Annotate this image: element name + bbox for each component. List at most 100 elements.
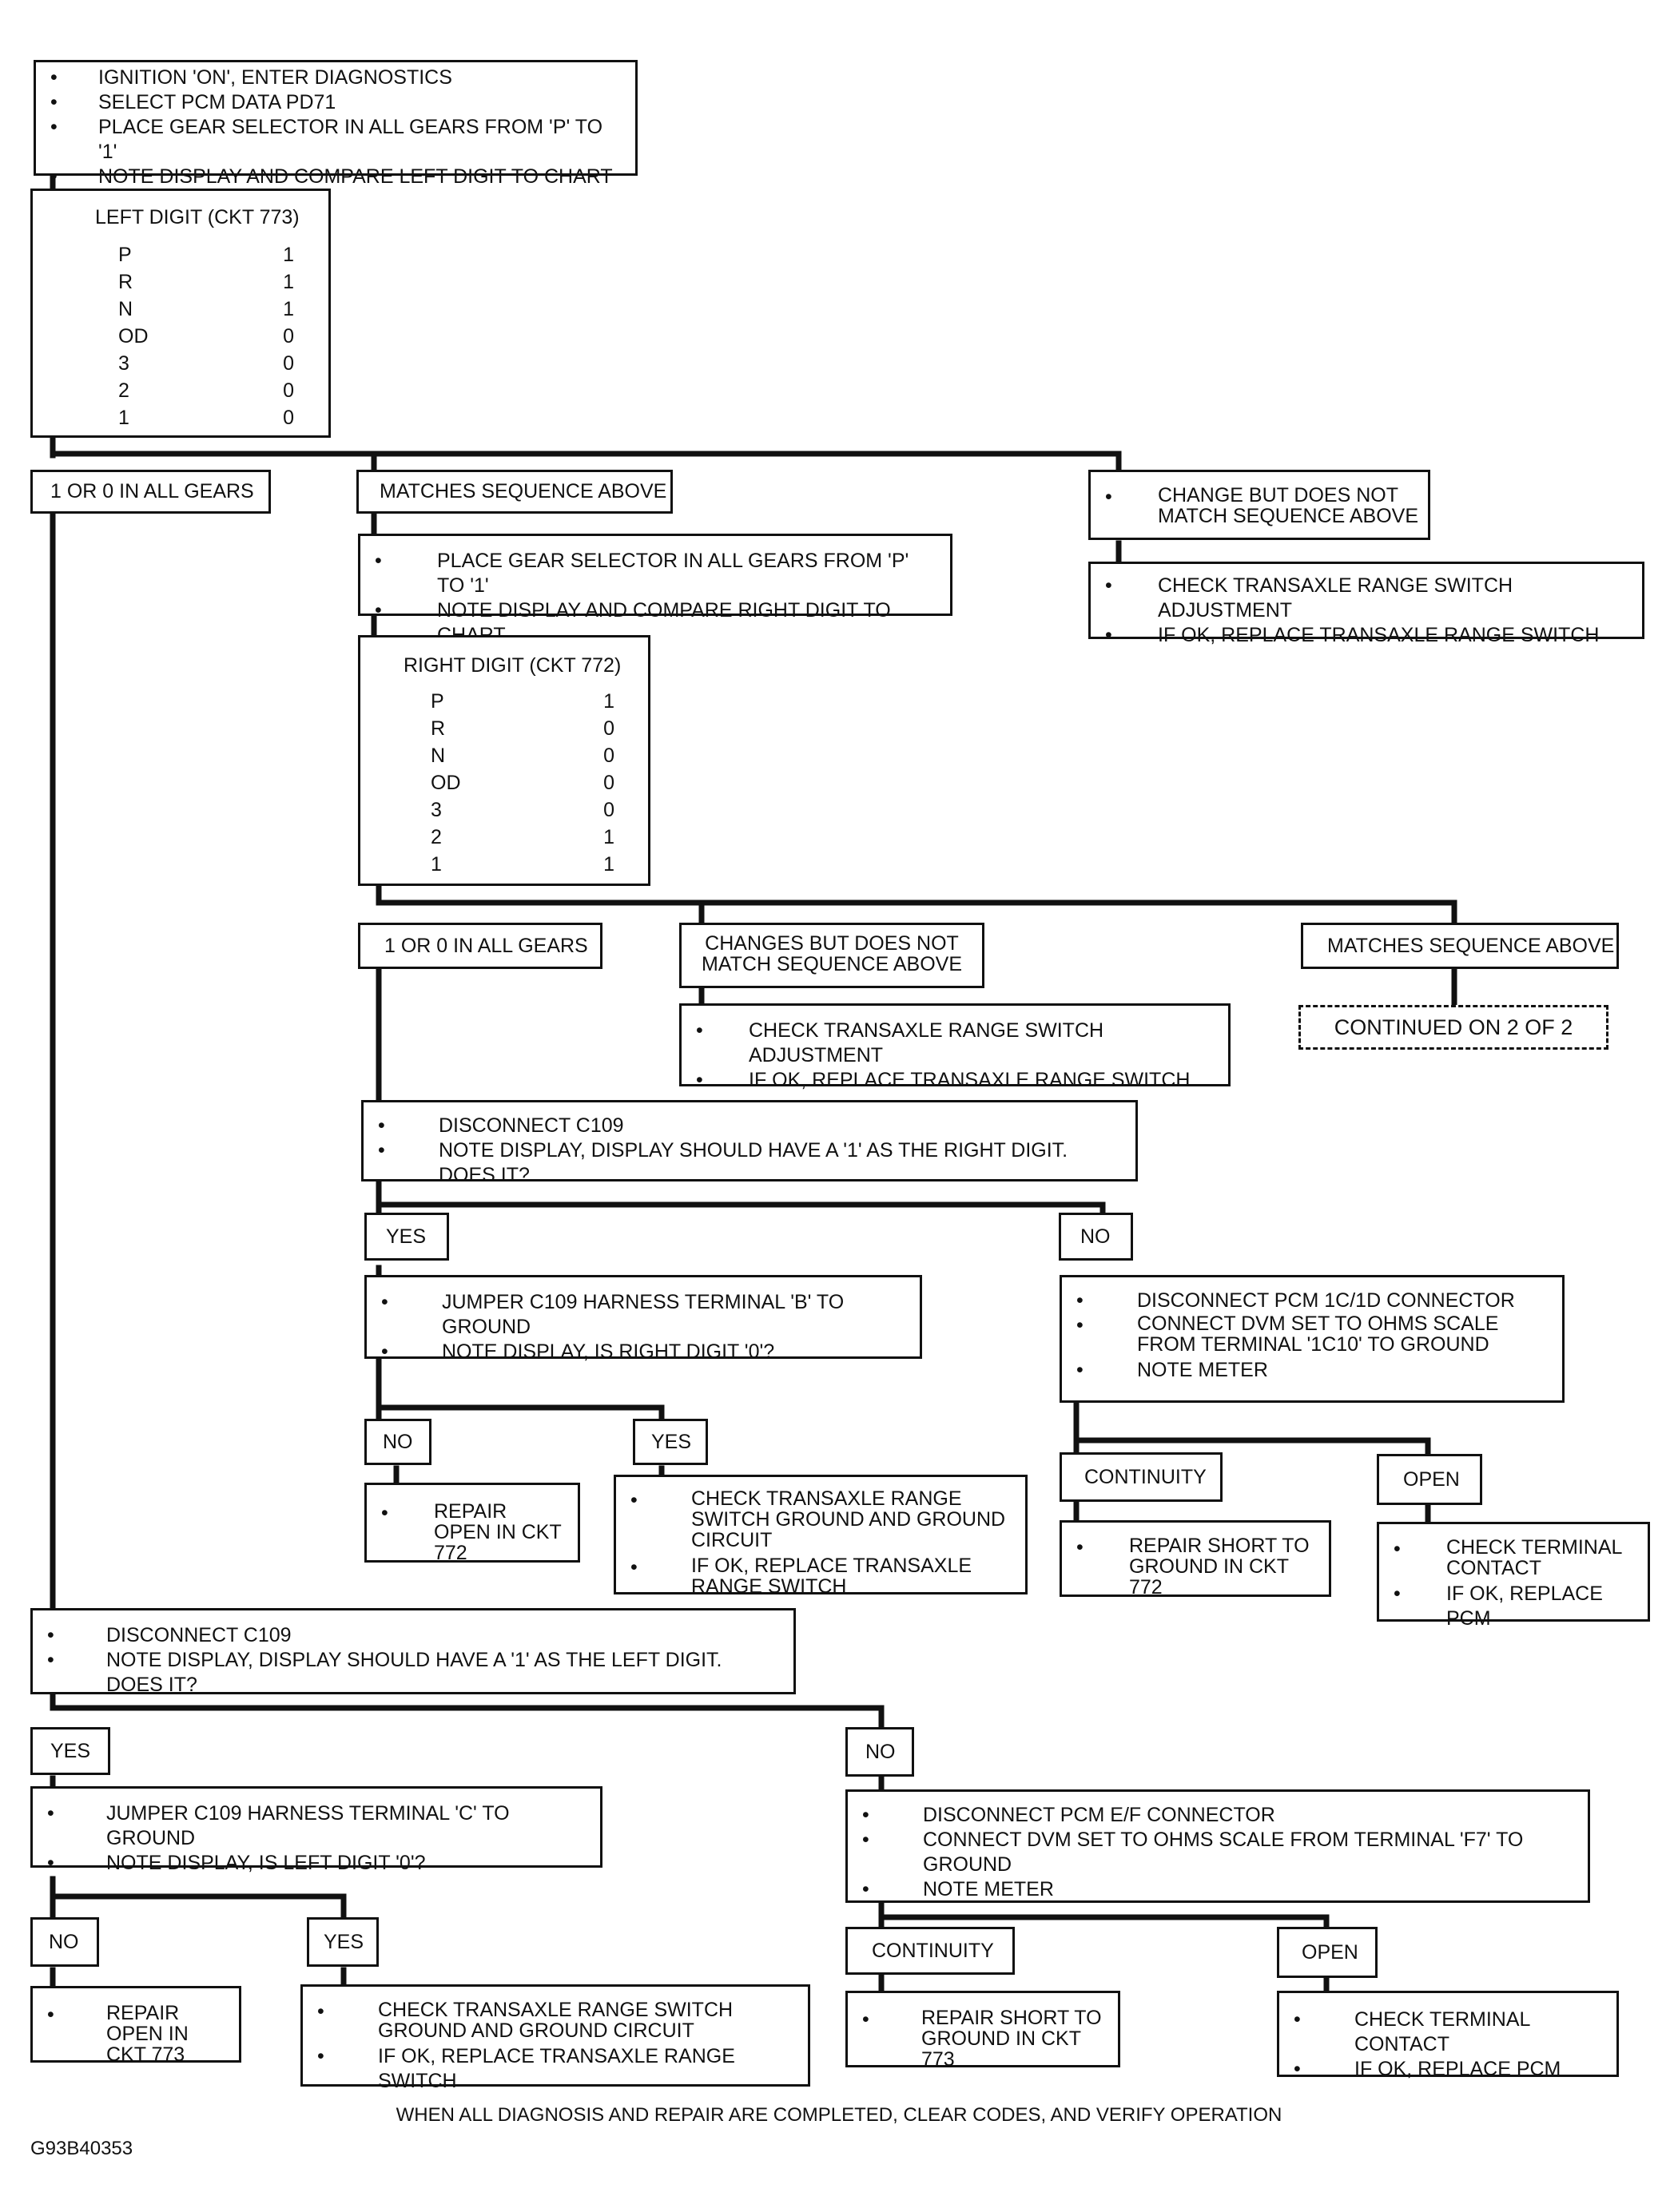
bullet: •	[630, 1489, 638, 1511]
check-ground-circuit-right-box: •CHECK TRANSAXLE RANGE SWITCH GROUND AND…	[614, 1475, 1028, 1598]
c109-left-yes-label: YES	[30, 1727, 110, 1775]
check-terminal-left-box: •CHECK TERMINAL CONTACT •IF OK, REPLACE …	[1277, 1991, 1619, 2080]
connector	[376, 1404, 665, 1427]
step-text: REPAIR SHORT TO GROUND IN CKT 772	[1129, 1535, 1310, 1598]
bullet: •	[1294, 2058, 1301, 2080]
bullet: •	[1076, 1536, 1084, 1559]
right-digit-steps-box: • PLACE GEAR SELECTOR IN ALL GEARS FROM '…	[358, 534, 952, 646]
gear-value: 0	[603, 798, 614, 821]
step-text: NOTE METER	[1137, 1359, 1268, 1381]
step-text: CHECK TRANSAXLE RANGE SWITCH GROUND AND …	[378, 1999, 734, 2042]
gear-label: 3	[118, 351, 129, 375]
step-text: PLACE GEAR SELECTOR IN ALL GEARS FROM 'P…	[98, 116, 603, 163]
c109-left-continuity-label: CONTINUITY	[845, 1927, 1015, 1975]
step-text: REPAIR SHORT TO GROUND IN CKT 773	[921, 2007, 1102, 2071]
gear-label: R	[118, 270, 133, 293]
continued-link[interactable]: CONTINUED ON 2 OF 2	[1298, 1005, 1608, 1050]
gear-label: P	[431, 689, 444, 713]
bullet: •	[47, 1852, 54, 1874]
connector	[376, 899, 1457, 927]
step-text: IF OK, REPLACE TRANSAXLE RANGE SWITCH	[378, 2045, 735, 2092]
bullet: •	[1394, 1538, 1401, 1560]
step-text: CHECK TERMINAL CONTACT	[1446, 1536, 1622, 1579]
gear-label: N	[431, 744, 446, 767]
bullet: •	[381, 1291, 388, 1313]
label-text: MATCHES SEQUENCE ABOVE	[380, 480, 667, 502]
right-changes-no-match-label: CHANGES BUT DOES NOT MATCH SEQUENCE ABOV…	[679, 923, 984, 988]
repair-open-ckt773-box: •REPAIR OPEN IN CKT 773	[30, 1986, 241, 2066]
gear-value: 1	[283, 297, 294, 320]
connector	[50, 1893, 347, 1930]
c109-right-jumper-box: •JUMPER C109 HARNESS TERMINAL 'B' TO GRO…	[364, 1275, 922, 1363]
bullet: •	[862, 1829, 869, 1851]
bullet: •	[50, 165, 58, 188]
c109-left-jumper-no-label: NO	[30, 1917, 99, 1967]
gear-value: 0	[283, 351, 294, 375]
gear-label: N	[118, 297, 133, 320]
label-text: 1 OR 0 IN ALL GEARS	[384, 934, 588, 957]
check-terminal-right-box: •CHECK TERMINAL CONTACT •IF OK, REPLACE …	[1377, 1522, 1650, 1630]
c109-right-dvm-box: •DISCONNECT PCM 1C/1D CONNECTOR •CONNECT…	[1060, 1275, 1565, 1403]
step-text: IF OK, REPLACE TRANSAXLE RANGE SWITCH	[691, 1555, 972, 1598]
bullet: •	[696, 1069, 703, 1091]
step-text: REPAIR OPEN IN CKT 773	[106, 2002, 189, 2066]
repair-open-ckt772-box: •REPAIR OPEN IN CKT 772	[364, 1483, 580, 1563]
label-text: MATCHES SEQUENCE ABOVE	[1327, 934, 1615, 957]
left-change-no-match-box: • CHANGE BUT DOES NOT MATCH SEQUENCE ABOV…	[1088, 470, 1430, 540]
gear-value: 0	[603, 744, 614, 767]
gear-label: P	[118, 243, 132, 266]
label-text: NO	[49, 1930, 79, 1953]
c109-left-open-label: OPEN	[1277, 1927, 1378, 1978]
footer-note: WHEN ALL DIAGNOSIS AND REPAIR ARE COMPLE…	[396, 2104, 1282, 2126]
step-text: NOTE DISPLAY, IS LEFT DIGIT '0'?	[106, 1852, 426, 1874]
left-all-gears-label: 1 OR 0 IN ALL GEARS	[30, 470, 271, 514]
gear-value: 1	[603, 689, 614, 713]
bullet: •	[50, 66, 58, 89]
left-adjust-switch-box: •CHECK TRANSAXLE RANGE SWITCH ADJUSTMENT…	[1088, 562, 1644, 646]
label-text: CONTINUITY	[1084, 1465, 1207, 1488]
gear-label: 3	[431, 798, 442, 821]
figure-id: G93B40353	[30, 2138, 133, 2159]
step-text: PLACE GEAR SELECTOR IN ALL GEARS FROM 'P…	[437, 550, 909, 597]
bullet: •	[375, 599, 382, 622]
step-text: DISCONNECT C109	[439, 1114, 624, 1137]
bullet: •	[375, 550, 382, 572]
bullet: •	[381, 1502, 388, 1524]
step-text: CHANGE BUT DOES NOT MATCH SEQUENCE ABOVE	[1158, 484, 1418, 527]
step-text: DISCONNECT C109	[106, 1624, 292, 1646]
bullet: •	[378, 1139, 385, 1162]
bullet: •	[381, 1340, 388, 1363]
step-text: IF OK, REPLACE PCM	[1446, 1583, 1603, 1630]
bullet: •	[1105, 486, 1112, 508]
label-text: YES	[324, 1930, 364, 1953]
label-text: YES	[386, 1225, 427, 1248]
right-matches-label: MATCHES SEQUENCE ABOVE	[1301, 923, 1619, 969]
gear-label: 2	[431, 825, 442, 848]
c109-left-no-label: NO	[845, 1727, 914, 1777]
repair-short-ckt773-box: •REPAIR SHORT TO GROUND IN CKT 773	[845, 1991, 1120, 2071]
left-matches-label: MATCHES SEQUENCE ABOVE	[356, 470, 673, 514]
gear-label: 1	[431, 852, 442, 876]
connector	[50, 1705, 885, 1737]
c109-right-jumper-yes-label: YES	[633, 1419, 708, 1465]
bullet: •	[862, 1804, 869, 1826]
step-text: CHECK TRANSAXLE RANGE SWITCH ADJUSTMENT	[749, 1019, 1104, 1066]
right-adjust-switch-box: • CHECK TRANSAXLE RANGE SWITCH ADJUSTMENT…	[679, 1003, 1231, 1091]
c109-left-digit-box: •DISCONNECT C109 •NOTE DISPLAY, DISPLAY …	[30, 1608, 796, 1696]
step-text: NOTE DISPLAY, IS RIGHT DIGIT '0'?	[442, 1340, 775, 1363]
gear-label: R	[431, 717, 446, 740]
step-text: IF OK, REPLACE TRANSAXLE RANGE SWITCH	[749, 1069, 1191, 1091]
step-text: IGNITION 'ON', ENTER DIAGNOSTICS	[98, 66, 452, 89]
bullet: •	[1294, 2008, 1301, 2031]
